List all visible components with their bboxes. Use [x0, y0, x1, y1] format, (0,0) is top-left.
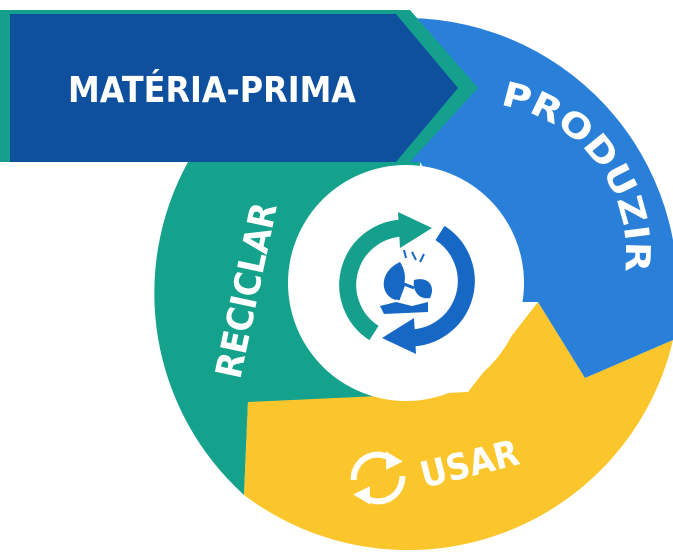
plant-in-hand-cycle-icon — [339, 212, 475, 354]
usar-segment — [244, 302, 673, 551]
refresh-arrows-icon — [350, 451, 406, 505]
materia-prima-arrow — [10, 14, 458, 162]
materia-prima-label: MATÉRIA-PRIMA — [68, 69, 356, 111]
produzir-segment — [408, 18, 673, 378]
